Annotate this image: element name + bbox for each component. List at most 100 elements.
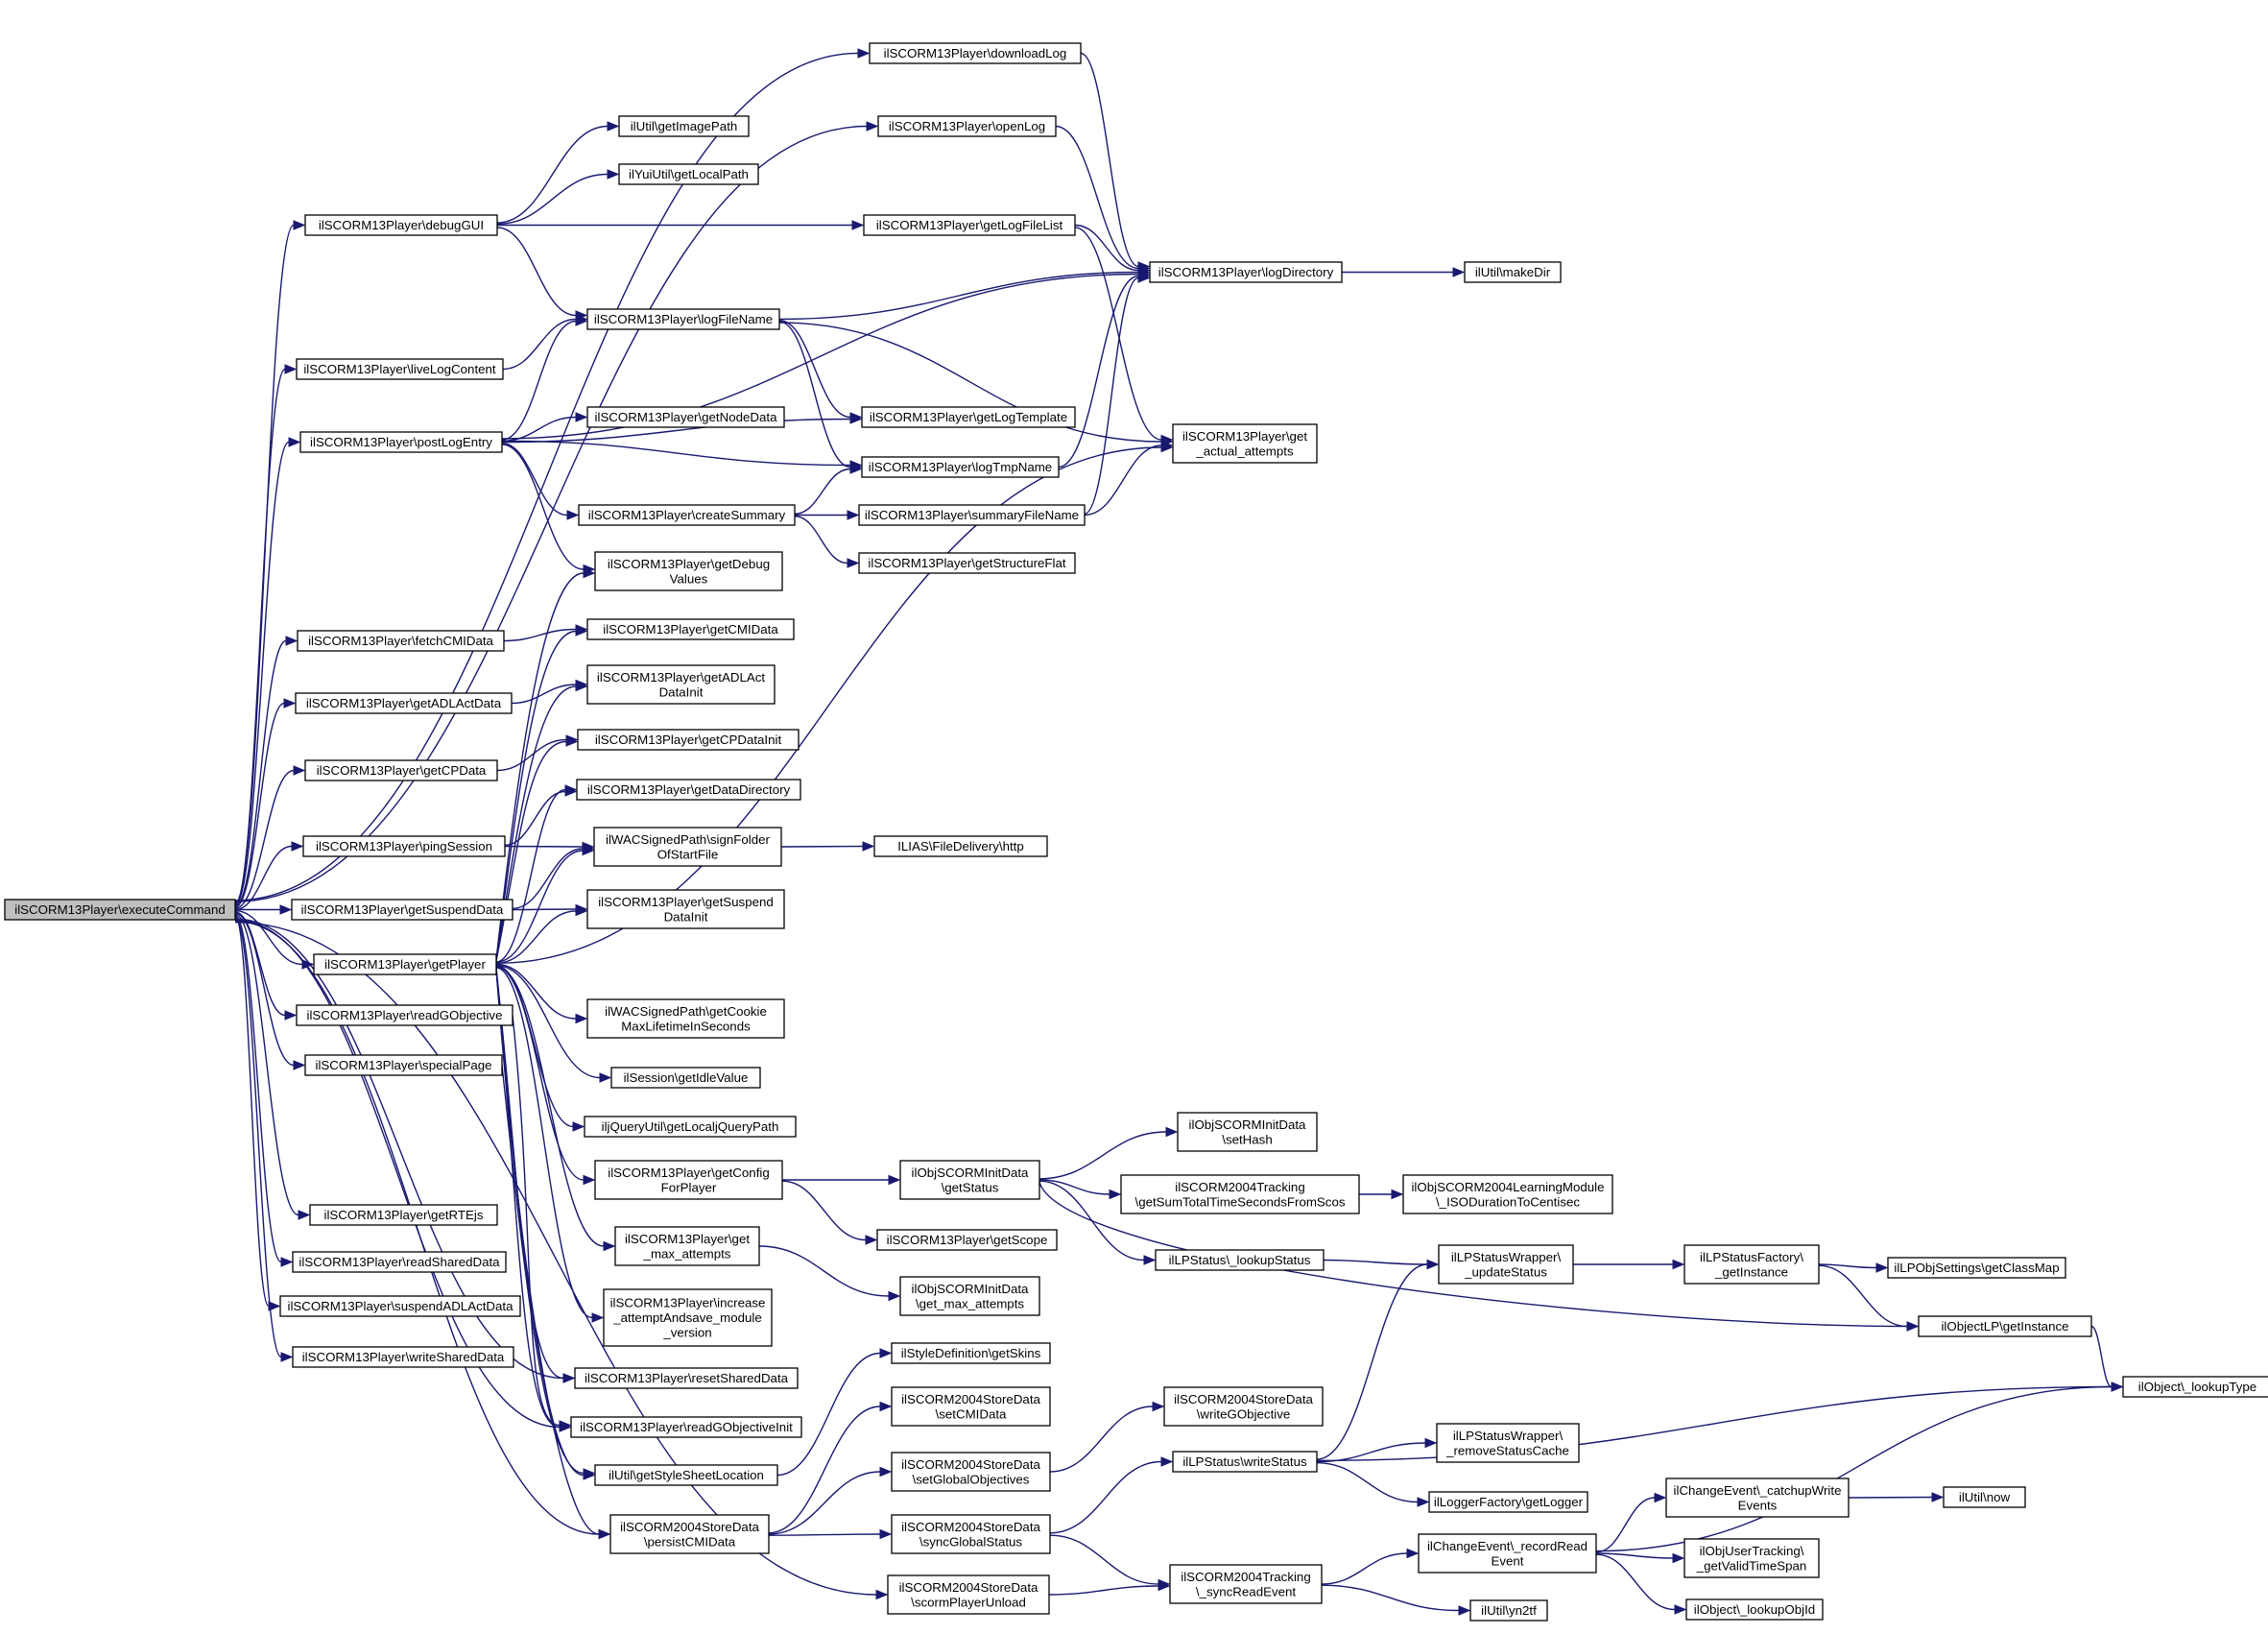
- node-sync-global-status[interactable]: ilSCORM2004StoreData\syncGlobalStatus: [891, 1514, 1051, 1554]
- node-sync-read-event[interactable]: ilSCORM2004Tracking\_syncReadEvent: [1169, 1564, 1323, 1604]
- node-box: [594, 551, 783, 591]
- node-lp-status-factory[interactable]: ilLPStatusFactory\_getInstance: [1683, 1244, 1820, 1285]
- edge-line: [1316, 1385, 2113, 1461]
- node-debug-gui[interactable]: ilSCORM13Player\debugGUI: [304, 214, 498, 236]
- node-create-summary[interactable]: ilSCORM13Player\createSummary: [578, 504, 796, 526]
- node-read-shared-data[interactable]: ilSCORM13Player\readSharedData: [292, 1251, 507, 1273]
- node-label: ilSCORM13Player\summaryFileName: [865, 508, 1079, 522]
- node-get-sum-total-time[interactable]: ilSCORM2004Tracking\getSumTotalTimeSecon…: [1120, 1174, 1360, 1214]
- node-log-file-name[interactable]: ilSCORM13Player\logFileName: [586, 308, 780, 330]
- node-log-tmp-name[interactable]: ilSCORM13Player\logTmpName: [861, 456, 1060, 478]
- node-make-dir[interactable]: ilUtil\makeDir: [1464, 261, 1562, 283]
- node-persist-cmidata[interactable]: ilSCORM2004StoreData\persistCMIData: [609, 1514, 770, 1554]
- node-label: ilSCORM13Player\suspendADLActData: [287, 1299, 513, 1313]
- node-get-style-sheet-location[interactable]: ilUtil\getStyleSheetLocation: [594, 1464, 778, 1486]
- edge-line: [503, 628, 577, 642]
- node-get-log-file-list[interactable]: ilSCORM13Player\getLogFileList: [863, 214, 1076, 236]
- node-get-adlact-data[interactable]: ilSCORM13Player\getADLActData: [295, 692, 513, 714]
- node-box: [297, 630, 505, 652]
- edge-get-player-to-reset-shared-data: [495, 968, 576, 1383]
- node-open-log[interactable]: ilSCORM13Player\openLog: [877, 115, 1057, 137]
- node-get-local-path[interactable]: ilYuiUtil\getLocalPath: [618, 163, 759, 185]
- node-get-cpdata[interactable]: ilSCORM13Player\getCPData: [304, 759, 498, 781]
- node-get-class-map[interactable]: ilLPObjSettings\getClassMap: [1887, 1257, 2066, 1279]
- node-download-log[interactable]: ilSCORM13Player\downloadLog: [869, 42, 1082, 64]
- node-execute-command[interactable]: ilSCORM13Player\executeCommand: [4, 899, 236, 921]
- node-write-shared-data[interactable]: ilSCORM13Player\writeSharedData: [292, 1346, 514, 1368]
- node-update-status[interactable]: ilLPStatusWrapper\_updateStatus: [1438, 1244, 1574, 1285]
- node-lookup-type[interactable]: ilObject\_lookupType: [2122, 1376, 2268, 1398]
- node-init-get-status[interactable]: ilObjSCORMInitData\getStatus: [899, 1160, 1040, 1200]
- node-label: MaxLifetimeInSeconds: [621, 1019, 751, 1033]
- node-get-max-attempts[interactable]: ilSCORM13Player\get_max_attempts: [614, 1226, 760, 1266]
- node-get-scope[interactable]: ilSCORM13Player\getScope: [876, 1229, 1058, 1251]
- node-write-gobjective[interactable]: ilSCORM2004StoreData\writeGObjective: [1163, 1386, 1324, 1427]
- node-box: [313, 953, 497, 975]
- node-get-cpdata-init[interactable]: ilSCORM13Player\getCPDataInit: [577, 729, 800, 751]
- node-box: [279, 1295, 521, 1317]
- node-box: [891, 1514, 1051, 1554]
- node-get-suspend-data[interactable]: ilSCORM13Player\getSuspendData: [291, 899, 513, 921]
- node-suspend-adlact-data[interactable]: ilSCORM13Player\suspendADLActData: [279, 1295, 521, 1317]
- node-lookup-status[interactable]: ilLPStatus\_lookupStatus: [1155, 1249, 1325, 1271]
- node-init-get-max-attempts[interactable]: ilObjSCORMInitData\get_max_attempts: [899, 1276, 1040, 1316]
- node-remove-status-cache[interactable]: ilLPStatusWrapper\_removeStatusCache: [1436, 1423, 1580, 1463]
- node-get-cookie-max[interactable]: ilWACSignedPath\getCookieMaxLifetimeInSe…: [586, 998, 785, 1039]
- node-get-logger[interactable]: ilLoggerFactory\getLogger: [1428, 1491, 1588, 1513]
- arrowhead-icon: [888, 1174, 901, 1186]
- node-get-image-path[interactable]: ilUtil\getImagePath: [618, 115, 750, 137]
- arrowhead-icon: [583, 1174, 596, 1186]
- node-get-node-data[interactable]: ilSCORM13Player\getNodeData: [586, 406, 785, 428]
- node-object-lpget-instance[interactable]: ilObjectLP\getInstance: [1918, 1315, 2092, 1337]
- node-reset-shared-data[interactable]: ilSCORM13Player\resetSharedData: [574, 1367, 799, 1389]
- node-set-hash[interactable]: ilObjSCORMInitData\setHash: [1177, 1112, 1318, 1152]
- node-label: ilSCORM13Player\getPlayer: [324, 957, 486, 972]
- node-iso-duration[interactable]: ilObjSCORM2004LearningModule\_ISODuratio…: [1402, 1174, 1613, 1214]
- node-yn2tf[interactable]: ilUtil\yn2tf: [1469, 1599, 1548, 1622]
- node-get-player[interactable]: ilSCORM13Player\getPlayer: [313, 953, 497, 975]
- node-get-localj-query-path[interactable]: iljQueryUtil\getLocaljQueryPath: [584, 1116, 797, 1138]
- node-get-log-template[interactable]: ilSCORM13Player\getLogTemplate: [861, 406, 1076, 428]
- node-http[interactable]: ILIAS\FileDelivery\http: [873, 835, 1048, 857]
- edge-line: [1055, 125, 1139, 270]
- edge-line: [1039, 1131, 1167, 1180]
- node-get-structure-flat[interactable]: ilSCORM13Player\getStructureFlat: [858, 552, 1076, 574]
- node-read-gobjective[interactable]: ilSCORM13Player\readGObjective: [296, 1004, 513, 1026]
- edge-debug-gui-to-get-local-path: [496, 169, 620, 225]
- node-box: [292, 1346, 514, 1368]
- node-read-gobjective-init[interactable]: ilSCORM13Player\readGObjectiveInit: [570, 1416, 802, 1438]
- node-write-status[interactable]: ilLPStatus\writeStatus: [1172, 1451, 1318, 1473]
- node-lookup-obj-id[interactable]: ilObject\_lookupObjId: [1685, 1598, 1824, 1621]
- edge-open-log-to-log-directory: [1055, 125, 1151, 274]
- node-now[interactable]: ilUtil\now: [1943, 1486, 2026, 1508]
- node-get-skins[interactable]: ilStyleDefinition\getSkins: [891, 1342, 1051, 1364]
- node-get-cmidata[interactable]: ilSCORM13Player\getCMIData: [586, 618, 795, 640]
- node-special-page[interactable]: ilSCORM13Player\specialPage: [304, 1054, 503, 1076]
- node-fetch-cmidata[interactable]: ilSCORM13Player\fetchCMIData: [297, 630, 505, 652]
- node-label: ilSCORM13Player\get: [1182, 429, 1307, 444]
- node-get-rtejs[interactable]: ilSCORM13Player\getRTEjs: [309, 1204, 498, 1226]
- node-summary-file-name[interactable]: ilSCORM13Player\summaryFileName: [858, 504, 1086, 526]
- node-scorm-player-unload[interactable]: ilSCORM2004StoreData\scormPlayerUnload: [887, 1574, 1050, 1615]
- node-get-actual-attempts[interactable]: ilSCORM13Player\get_actual_attempts: [1172, 423, 1318, 464]
- node-log-directory[interactable]: ilSCORM13Player\logDirectory: [1149, 261, 1343, 283]
- node-ping-session[interactable]: ilSCORM13Player\pingSession: [302, 835, 506, 857]
- node-post-log-entry[interactable]: ilSCORM13Player\postLogEntry: [299, 431, 503, 453]
- node-label: ilLPStatusWrapper\: [1451, 1250, 1562, 1264]
- edge-line: [234, 920, 600, 1535]
- node-get-valid-time-span[interactable]: ilObjUserTracking\_getValidTimeSpan: [1683, 1538, 1820, 1578]
- node-set-cmidata[interactable]: ilSCORM2004StoreData\setCMIData: [891, 1386, 1051, 1427]
- node-get-data-directory[interactable]: ilSCORM13Player\getDataDirectory: [576, 779, 801, 801]
- node-increase-attempt[interactable]: ilSCORM13Player\increase_attemptAndsave_…: [603, 1288, 773, 1347]
- node-get-idle-value[interactable]: ilSession\getIdleValue: [610, 1067, 761, 1089]
- node-set-global-objectives[interactable]: ilSCORM2004StoreData\setGlobalObjectives: [891, 1452, 1051, 1492]
- node-live-log-content[interactable]: ilSCORM13Player\liveLogContent: [296, 358, 504, 380]
